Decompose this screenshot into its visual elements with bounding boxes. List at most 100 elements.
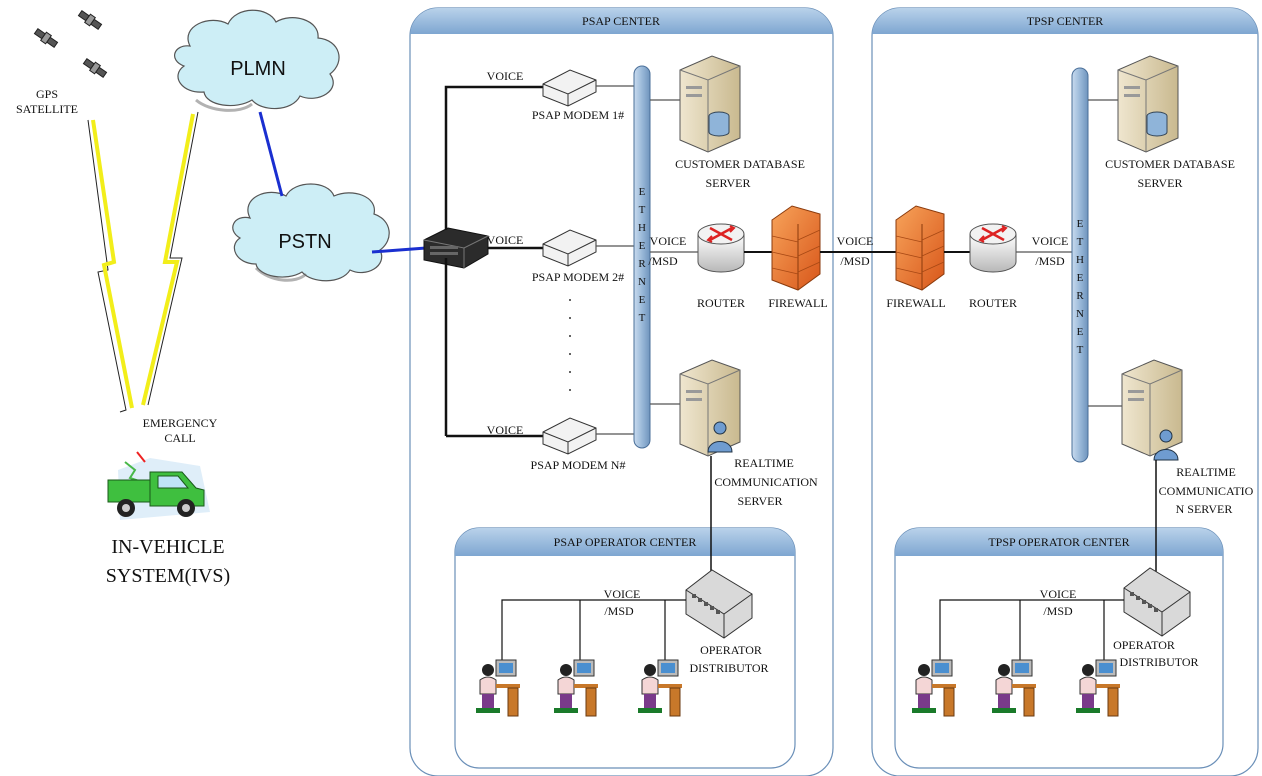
lightning-bolt-icon bbox=[141, 111, 199, 406]
tpsp-distributor-label-line1: OPERATOR bbox=[1113, 638, 1175, 652]
psap-voice-msd-line2: /MSD bbox=[648, 254, 678, 268]
psap-database-server-icon bbox=[679, 55, 741, 153]
svg-text:R: R bbox=[1076, 290, 1084, 302]
psap-operator-3-icon bbox=[638, 659, 682, 717]
svg-text:R: R bbox=[638, 258, 646, 270]
psap-operator-1-icon bbox=[476, 659, 520, 717]
svg-text:N: N bbox=[1076, 308, 1084, 320]
psap-rt-label-line2: COMMUNICATION bbox=[714, 475, 818, 489]
voice-label-n: VOICE bbox=[487, 423, 524, 437]
link-voice-label: VOICE bbox=[837, 234, 874, 248]
psap-op-msd-label: /MSD bbox=[604, 604, 634, 618]
tpsp-db-label-line1: CUSTOMER DATABASE bbox=[1105, 157, 1235, 171]
psap-operator-center-title: PSAP OPERATOR CENTER bbox=[554, 535, 697, 549]
tpsp-operator-3-icon bbox=[1076, 659, 1120, 717]
psap-modem-1-label: PSAP MODEM 1# bbox=[532, 108, 624, 122]
tpsp-database-server-icon bbox=[1117, 55, 1179, 153]
psap-modem-n-icon bbox=[542, 417, 597, 455]
psap-modem-n-label: PSAP MODEM N# bbox=[531, 458, 626, 472]
svg-text:T: T bbox=[639, 204, 646, 216]
ivs-label-line1: IN-VEHICLE bbox=[111, 536, 224, 558]
svg-text:E: E bbox=[639, 294, 646, 306]
lightning-bolt-icon bbox=[87, 119, 134, 413]
truck-icon bbox=[107, 451, 210, 520]
tpsp-realtime-server-icon bbox=[1121, 359, 1183, 461]
tpsp-router-icon bbox=[969, 223, 1017, 273]
psap-ethernet-links bbox=[650, 99, 700, 405]
tpsp-operator-2-icon bbox=[992, 659, 1036, 717]
plmn-pstn-link bbox=[258, 111, 284, 197]
tpsp-center-title: TPSP CENTER bbox=[1027, 14, 1104, 28]
tpsp-rt-label-line2: COMMUNICATIO bbox=[1159, 484, 1254, 498]
pstn-label: PSTN bbox=[278, 231, 331, 253]
tpsp-rt-label-line3: N SERVER bbox=[1176, 502, 1233, 516]
voice-label-1: VOICE bbox=[487, 69, 524, 83]
tpsp-rt-label-line1: REALTIME bbox=[1176, 465, 1236, 479]
tpsp-ethernet-links bbox=[1088, 99, 1122, 407]
psap-op-voice-label: VOICE bbox=[604, 587, 641, 601]
gps-label-line1: GPS bbox=[36, 87, 58, 101]
tpsp-operator-1-icon bbox=[912, 659, 956, 717]
psap-rt-label-line1: REALTIME bbox=[734, 456, 794, 470]
psap-router-label: ROUTER bbox=[697, 296, 745, 310]
svg-text:H: H bbox=[1076, 254, 1084, 266]
pstn-gateway-link bbox=[371, 246, 427, 254]
svg-text:T: T bbox=[639, 312, 646, 324]
psap-operator-distributor-icon bbox=[685, 569, 753, 639]
modem-ethernet-lines bbox=[596, 85, 634, 435]
psap-operator-lines bbox=[501, 599, 686, 665]
tpsp-ethernet-bus bbox=[1071, 67, 1089, 463]
ivs-label-line2: SYSTEM(IVS) bbox=[106, 565, 230, 587]
emergency-label-line2: CALL bbox=[164, 431, 195, 445]
psap-ethernet-bus bbox=[633, 65, 651, 449]
tpsp-operator-center-title: TPSP OPERATOR CENTER bbox=[988, 535, 1129, 549]
tpsp-firewall-label: FIREWALL bbox=[886, 296, 945, 310]
gps-satellite-icon bbox=[33, 9, 108, 79]
tpsp-voice-msd-line2: /MSD bbox=[1035, 254, 1065, 268]
svg-text:E: E bbox=[1077, 272, 1084, 284]
link-msd-label: /MSD bbox=[840, 254, 870, 268]
psap-ethernet-label: E T H E R N E T bbox=[638, 186, 646, 324]
plmn-label: PLMN bbox=[230, 58, 286, 80]
svg-text:T: T bbox=[1077, 236, 1084, 248]
psap-db-label-line1: CUSTOMER DATABASE bbox=[675, 157, 805, 171]
psap-distributor-label-line1: OPERATOR bbox=[700, 643, 762, 657]
tpsp-operator-distributor-icon bbox=[1123, 567, 1191, 637]
psap-router-icon bbox=[697, 223, 745, 273]
svg-text:H: H bbox=[638, 222, 646, 234]
plmn-cloud-icon bbox=[174, 9, 340, 112]
tpsp-firewall-icon bbox=[895, 205, 945, 291]
psap-firewall-icon bbox=[771, 205, 821, 291]
voice-gateway-icon bbox=[423, 227, 489, 269]
gateway-modem-lines bbox=[444, 85, 545, 438]
voice-label-2: VOICE bbox=[487, 233, 524, 247]
tpsp-distributor-label-line2: DISTRIBUTOR bbox=[1119, 655, 1198, 669]
tpsp-ethernet-label: E T H E R N E T bbox=[1076, 218, 1084, 356]
tpsp-db-label-line2: SERVER bbox=[1137, 176, 1182, 190]
svg-text:N: N bbox=[638, 276, 646, 288]
tpsp-voice-msd-line1: VOICE bbox=[1032, 234, 1069, 248]
tpsp-router-label: ROUTER bbox=[969, 296, 1017, 310]
psap-voice-msd-line1: VOICE bbox=[650, 234, 687, 248]
gps-label-line2: SATELLITE bbox=[16, 102, 78, 116]
svg-text:E: E bbox=[1077, 326, 1084, 338]
psap-rt-label-line3: SERVER bbox=[737, 494, 782, 508]
pstn-cloud-icon bbox=[232, 183, 390, 282]
psap-distributor-label-line2: DISTRIBUTOR bbox=[689, 661, 768, 675]
svg-text:E: E bbox=[639, 240, 646, 252]
svg-text:T: T bbox=[1077, 344, 1084, 356]
svg-text:E: E bbox=[639, 186, 646, 198]
psap-modem-1-icon bbox=[542, 69, 597, 107]
modem-ellipsis bbox=[569, 299, 571, 391]
psap-modem-2-icon bbox=[542, 229, 597, 267]
psap-center-title: PSAP CENTER bbox=[582, 14, 660, 28]
tpsp-operator-lines bbox=[939, 599, 1124, 665]
tpsp-op-voice-label: VOICE bbox=[1040, 587, 1077, 601]
psap-firewall-label: FIREWALL bbox=[768, 296, 827, 310]
svg-text:E: E bbox=[1077, 218, 1084, 230]
psap-operator-2-icon bbox=[554, 659, 598, 717]
psap-realtime-server-icon bbox=[679, 359, 741, 457]
psap-db-label-line2: SERVER bbox=[705, 176, 750, 190]
psap-modem-2-label: PSAP MODEM 2# bbox=[532, 270, 624, 284]
tpsp-op-msd-label: /MSD bbox=[1043, 604, 1073, 618]
